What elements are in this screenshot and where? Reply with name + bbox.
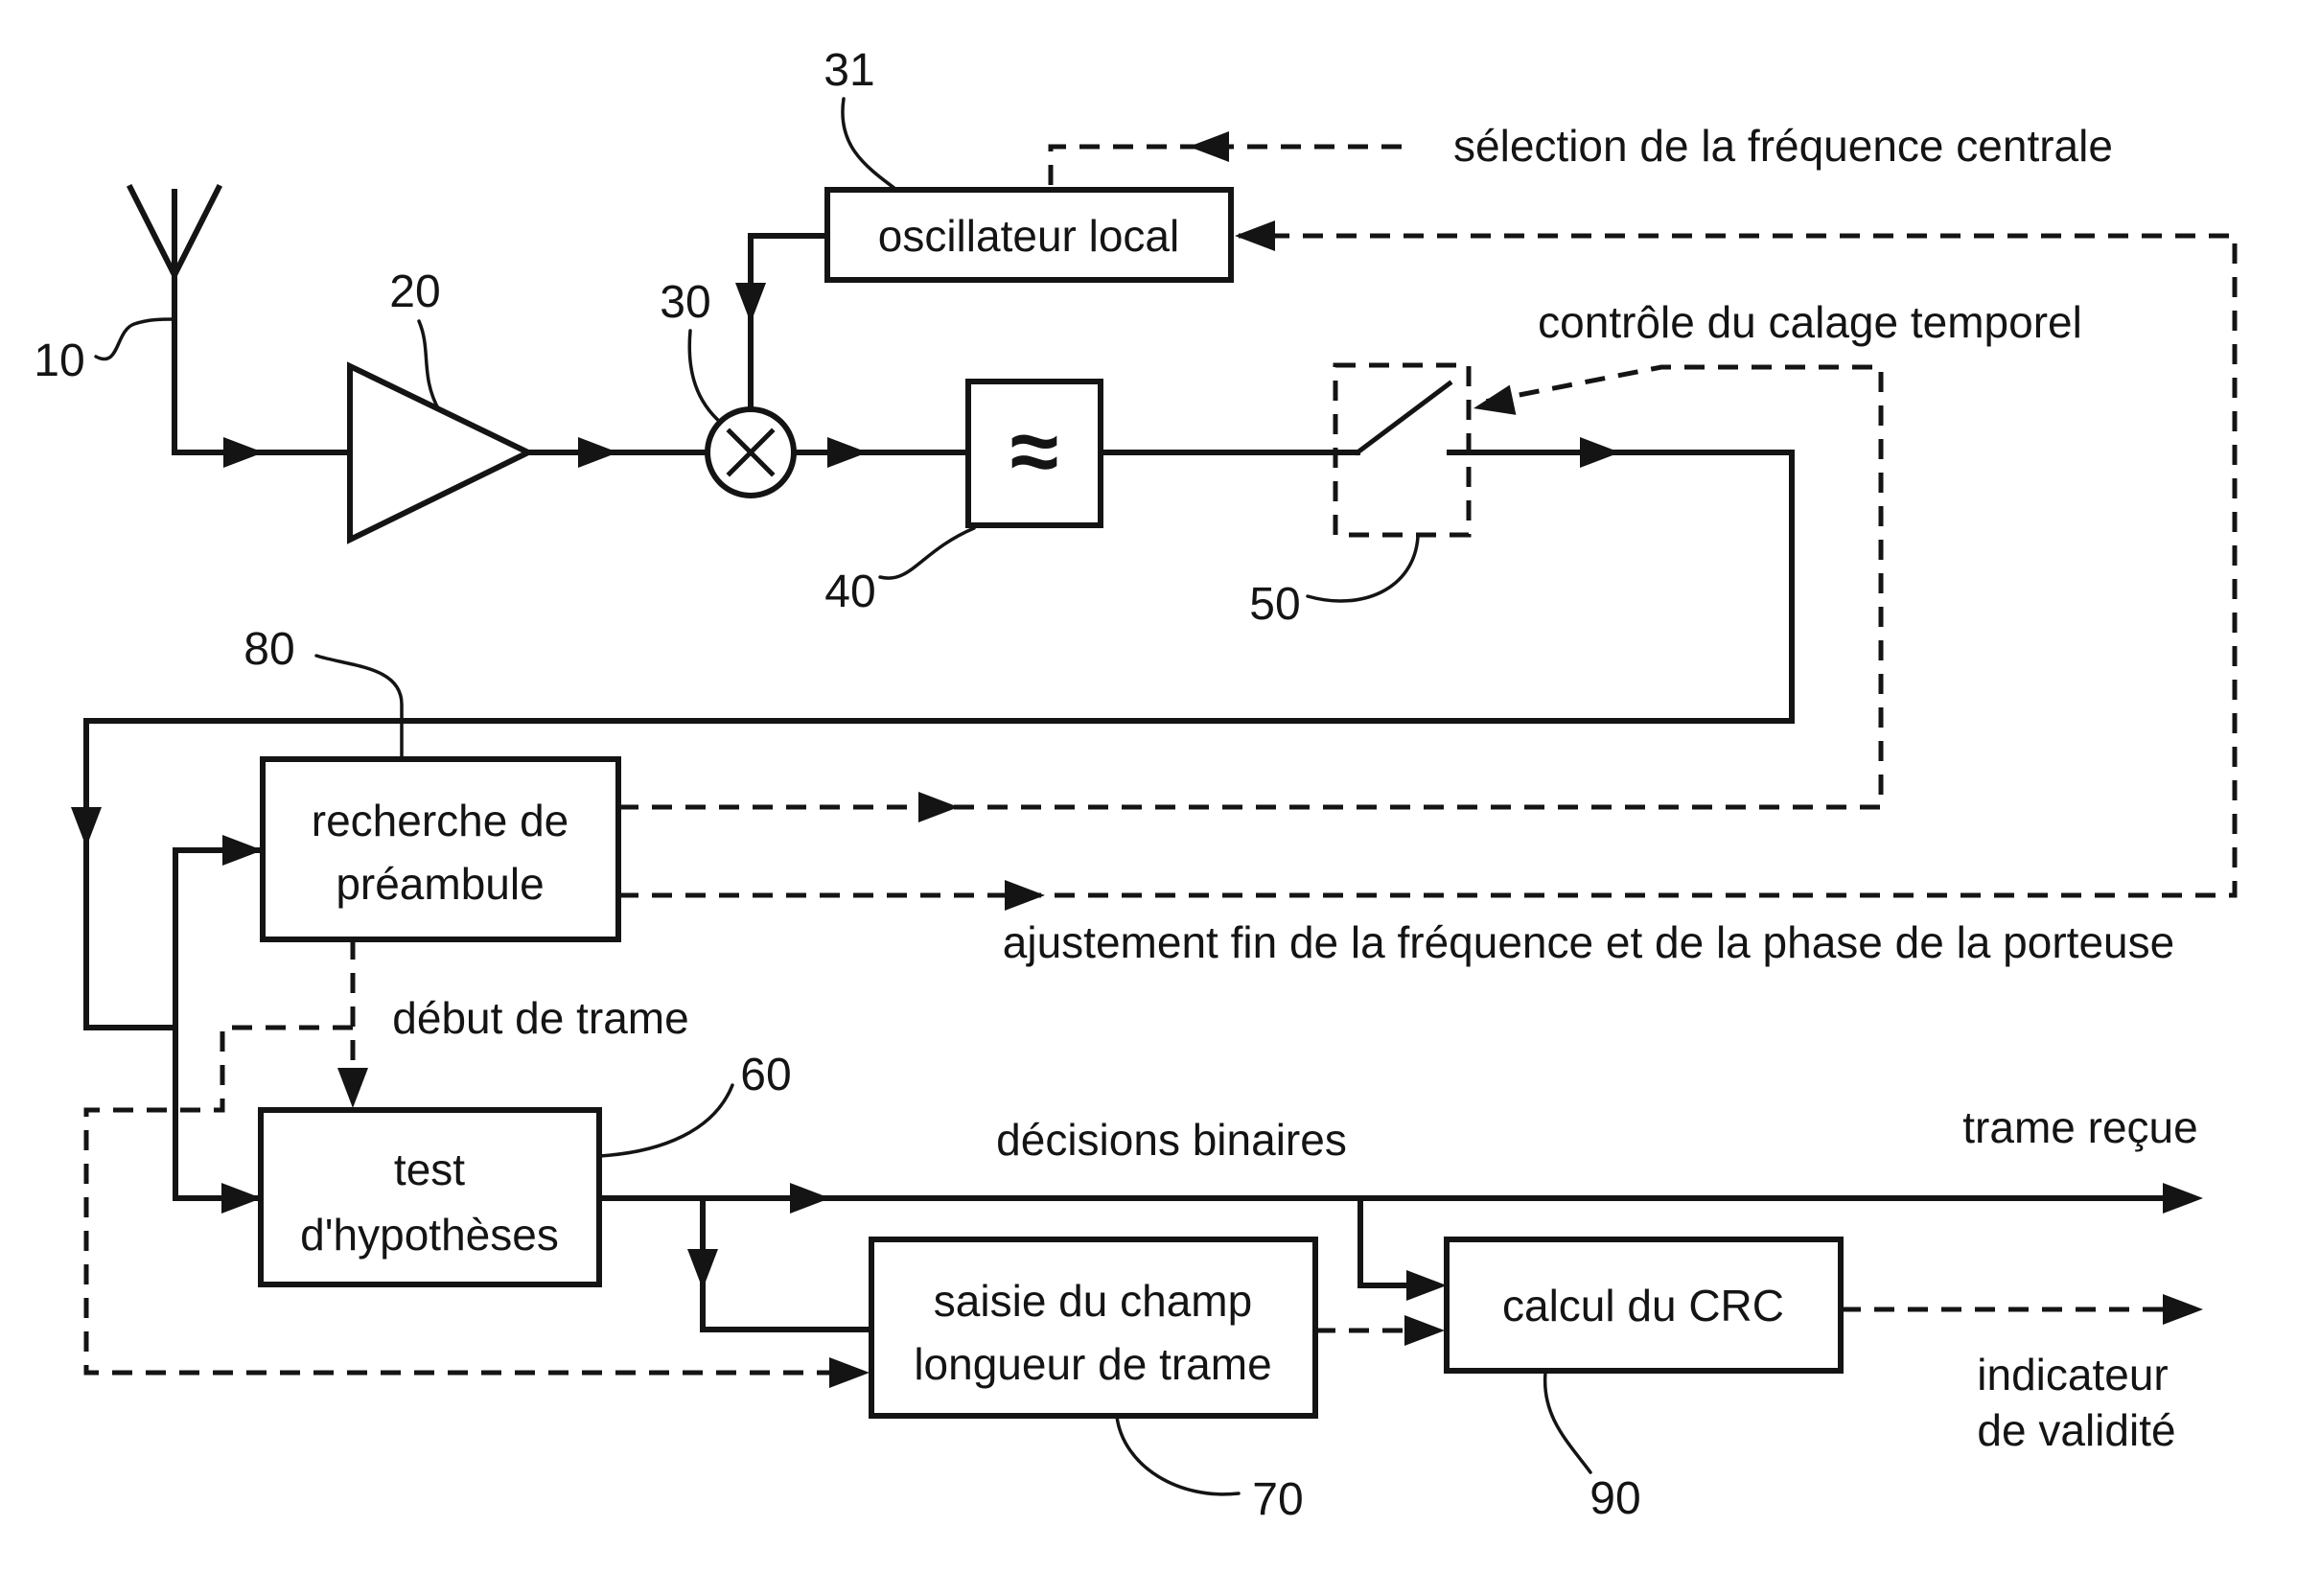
crc-block: calcul du CRC [1444,1237,1844,1374]
flow-arrowhead [790,1183,830,1214]
preamble-search-label-line2: préambule [336,859,544,909]
preamble-search-label-line1: recherche de [312,796,569,845]
center-freq-select-label: sélection de la fréquence centrale [1453,121,2113,171]
ref-30-mixer: 30 [660,277,710,328]
hypothesis-test-block: test d'hypothèses [258,1107,602,1287]
frame-start-label: début de trame [392,993,688,1043]
frame-length-box [869,1237,1318,1419]
flow-arrowhead [829,1357,870,1388]
oscillator-box [824,187,1234,283]
feed-line-to-preamble [173,847,262,1201]
binary-decisions-label: décisions binaires [996,1115,1347,1165]
reference-numerals: 10 20 30 31 40 50 60 70 80 90 [34,45,1640,1525]
flow-arrowhead [827,437,868,468]
fine-adjust-line [618,233,2238,898]
timing-control-label: contrôle du calage temporel [1538,297,2082,347]
decisions-branch-to-frame-length [700,1195,874,1332]
filter-symbol: ≈ [1010,403,1059,500]
ref-90-leader [1543,1371,1592,1474]
amplifier-icon [347,361,535,544]
flow-arrowhead [1406,1270,1447,1301]
crc-box [1444,1237,1844,1374]
antenna-icon [126,183,223,455]
hypothesis-test-label-line1: test [394,1145,465,1194]
flow-arrowhead [337,1068,368,1108]
frame-start-branch-line [83,1025,835,1376]
ref-50-leader [1306,535,1420,603]
flow-arrowhead [578,437,618,468]
fine-adjust-label: ajustement fin de la fréquence et de la … [1003,917,2174,967]
center-freq-select-line [1048,144,1402,188]
frame-received-label: trame reçue [1962,1102,2197,1152]
ref-30-leader [687,329,723,425]
ref-70-leader [1115,1415,1241,1496]
validity-label-line1: indicateur [1977,1350,2168,1399]
flow-arrowhead [71,807,102,847]
flow-arrowhead [1404,1315,1445,1346]
flow-arrowhead [222,835,263,866]
ref-60-leader [597,1083,734,1158]
flow-arrowhead [1580,437,1620,468]
return-signal-line [83,450,1795,1030]
flow-arrowhead [1005,880,1045,911]
flow-arrowhead [1235,220,1275,251]
ref-40-filter: 40 [824,567,875,617]
oscillator-to-mixer-line [748,233,830,412]
ref-80-preamble: 80 [244,624,294,675]
flow-arrowhead [2163,1183,2203,1214]
flow-arrowhead [918,792,959,822]
frame-length-label-line2: longueur de trame [914,1339,1271,1389]
ref-70-frame-length: 70 [1252,1474,1303,1525]
mixer-cross [726,428,776,477]
ref-60-hypothesis: 60 [740,1050,791,1100]
ref-20-amplifier: 20 [389,266,440,317]
ref-10-leader [94,317,176,361]
decisions-branch-to-crc [1357,1195,1409,1288]
ref-50-switch: 50 [1249,579,1300,630]
oscillator-block: oscillateur local [824,187,1234,283]
preamble-search-box [260,756,621,942]
ref-31-oscillator: 31 [824,45,874,96]
flow-arrowhead [2163,1294,2203,1325]
ref-40-leader [878,526,976,580]
ref-10-antenna: 10 [34,335,84,386]
ref-20-leader [417,319,441,412]
ref-90-crc: 90 [1589,1473,1640,1524]
crc-label: calcul du CRC [1502,1281,1784,1330]
filter-block: ≈ [965,379,1103,528]
flow-arrowhead [223,437,264,468]
flow-arrowhead [221,1183,262,1214]
oscillator-label: oscillateur local [878,211,1179,261]
flow-arrowhead [687,1249,718,1289]
validity-label-line2: de validité [1977,1405,2175,1455]
flow-arrowhead [735,283,766,323]
flow-arrowhead [1470,384,1517,424]
switch-blade [1354,380,1453,456]
ref-80-leader [314,654,404,759]
hypothesis-test-label-line2: d'hypothèses [300,1210,559,1260]
frame-length-block: saisie du champ longueur de trame [869,1237,1318,1419]
ref-31-leader [841,97,897,191]
flow-arrowhead [1189,131,1229,162]
timing-control-line [618,364,1884,810]
preamble-search-block: recherche de préambule [260,756,621,942]
frame-length-label-line1: saisie du champ [934,1276,1252,1326]
filter-box [965,379,1103,528]
